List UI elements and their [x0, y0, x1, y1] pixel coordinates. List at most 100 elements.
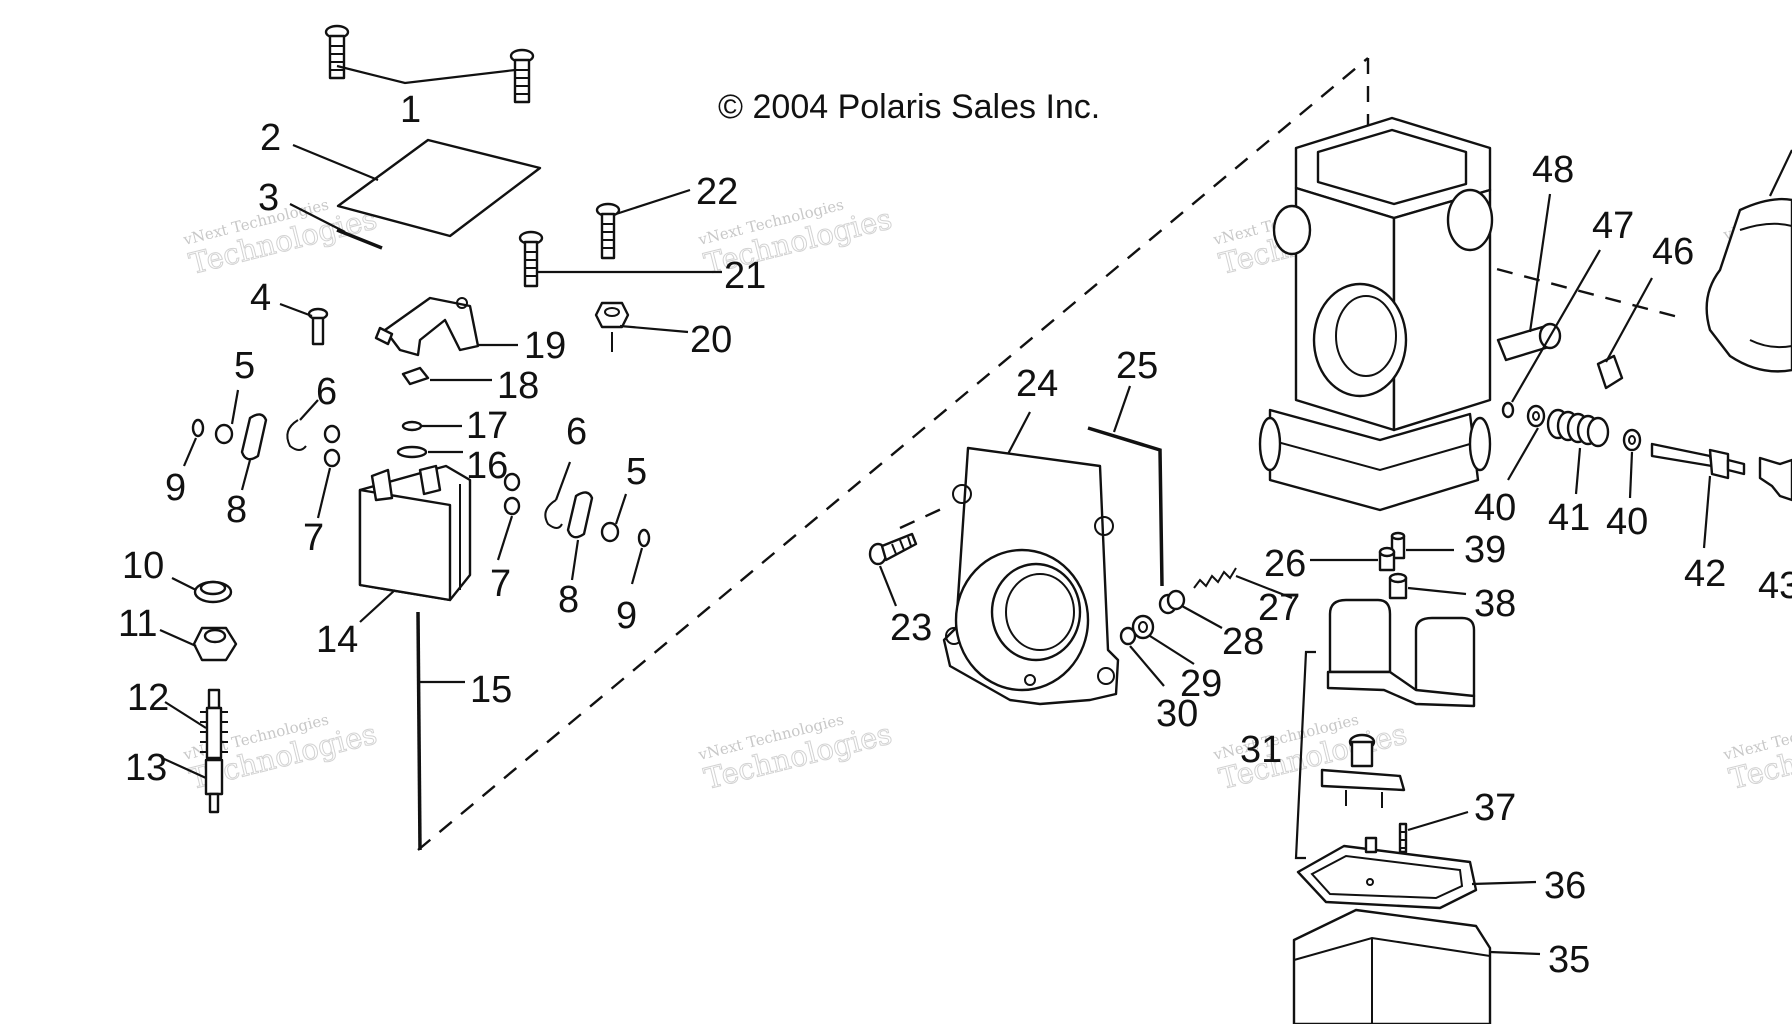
part-24-throttle-plate [942, 446, 1120, 706]
part-10-cap [193, 580, 233, 604]
watermark-6: vNext Technologies Technologies [696, 710, 896, 796]
part-3-wire [336, 228, 383, 250]
callout-46: 46 [1652, 231, 1694, 273]
callout-48: 48 [1532, 149, 1574, 191]
callout-43: 43 [1758, 565, 1792, 607]
part-6-right-clip [544, 499, 563, 529]
callout-13: 13 [125, 747, 167, 789]
part-40-washer-right [1622, 428, 1642, 452]
leader-6-right [554, 461, 572, 501]
callout-9-left: 9 [165, 467, 186, 509]
leader-13 [161, 756, 207, 780]
part-8-right-link [566, 491, 594, 539]
callout-12: 12 [127, 677, 169, 719]
leader-23 [878, 565, 898, 607]
part-46-cap [1596, 354, 1624, 390]
leader-9-right [630, 547, 644, 585]
callout-30: 30 [1156, 693, 1198, 735]
part-29-washer [1131, 614, 1155, 640]
leader-6-left [299, 399, 319, 421]
part-float [1326, 598, 1476, 708]
callout-11: 11 [118, 603, 157, 645]
callout-41: 41 [1548, 497, 1590, 539]
leader-1 [336, 64, 516, 85]
callout-23: 23 [890, 607, 932, 649]
callout-27: 27 [1258, 587, 1300, 629]
part-28-spring [1158, 589, 1186, 615]
callout-20: 20 [690, 319, 732, 361]
callout-9-right: 9 [616, 595, 637, 637]
leader-2 [292, 143, 379, 182]
part-8-left-link [240, 413, 268, 461]
callout-17: 17 [466, 405, 508, 447]
bracket-31 [1294, 650, 1316, 860]
leader-38 [1407, 586, 1467, 596]
leader-22 [615, 188, 691, 216]
callout-42: 42 [1684, 553, 1726, 595]
leader-28 [1181, 605, 1223, 629]
part-9-left-ring [191, 418, 205, 438]
part-19-bracket [374, 296, 480, 357]
callout-2: 2 [260, 117, 281, 159]
leader-8-right [570, 539, 580, 581]
part-5-right-nut [600, 521, 620, 543]
callout-36: 36 [1544, 865, 1586, 907]
callout-24: 24 [1016, 363, 1058, 405]
leader-7-right [496, 515, 514, 561]
leader-27 [1235, 574, 1293, 600]
leader-20 [619, 324, 689, 334]
leader-4 [279, 302, 313, 318]
part-4-screw [307, 307, 329, 346]
leader-25 [1112, 385, 1132, 433]
callout-10: 10 [122, 545, 164, 587]
part-2-gasket [336, 138, 542, 238]
callout-16: 16 [466, 445, 508, 487]
part-11-nut [192, 626, 238, 662]
part-22-screw [595, 202, 621, 260]
part-43-housing [1705, 149, 1792, 373]
callout-40-right: 40 [1606, 501, 1648, 543]
callout-3: 3 [258, 177, 279, 219]
part-40-washer-left [1526, 404, 1546, 428]
leader-35 [1489, 950, 1541, 956]
leader-3 [289, 203, 346, 233]
leader-12 [164, 701, 207, 729]
part-carburetor-body [1258, 116, 1494, 512]
part-17-ring [401, 420, 423, 432]
part-36-gasket [1296, 836, 1478, 910]
leader-40-right [1628, 451, 1634, 499]
callout-7-right: 7 [490, 563, 511, 605]
part-15-needle [416, 611, 422, 851]
callout-39: 39 [1464, 529, 1506, 571]
part-13-plunger [204, 758, 224, 814]
callout-7-left: 7 [303, 517, 324, 559]
callout-37: 37 [1474, 787, 1516, 829]
callout-35: 35 [1548, 939, 1590, 981]
leader-8-left [240, 459, 252, 491]
watermark-8: vNext Technologies Technologies [1721, 710, 1792, 796]
part-16-washer [396, 445, 428, 459]
part-18-clip [401, 366, 430, 386]
callout-5-right: 5 [626, 451, 647, 493]
callout-18: 18 [497, 365, 539, 407]
part-14-slide [358, 464, 472, 602]
callout-25: 25 [1116, 345, 1158, 387]
callout-6-right: 6 [566, 411, 587, 453]
part-35-float-bowl [1292, 908, 1492, 1024]
part-7-left-bushings [323, 424, 341, 468]
part-7-right-bushings [503, 472, 521, 516]
callout-38: 38 [1474, 583, 1516, 625]
part-21-screw [518, 230, 544, 288]
leader-41 [1574, 447, 1582, 495]
part-5-left-nut [214, 423, 234, 445]
callout-19: 19 [524, 325, 566, 367]
callout-4: 4 [250, 277, 271, 319]
part-6-left-clip [286, 419, 307, 451]
leader-40-left [1507, 427, 1539, 481]
callout-22: 22 [696, 171, 738, 213]
part-41-spring [1546, 408, 1610, 448]
leader-14 [359, 589, 396, 623]
callout-1: 1 [400, 89, 421, 131]
part-9-right-ring [637, 528, 651, 548]
callout-47: 47 [1592, 205, 1634, 247]
